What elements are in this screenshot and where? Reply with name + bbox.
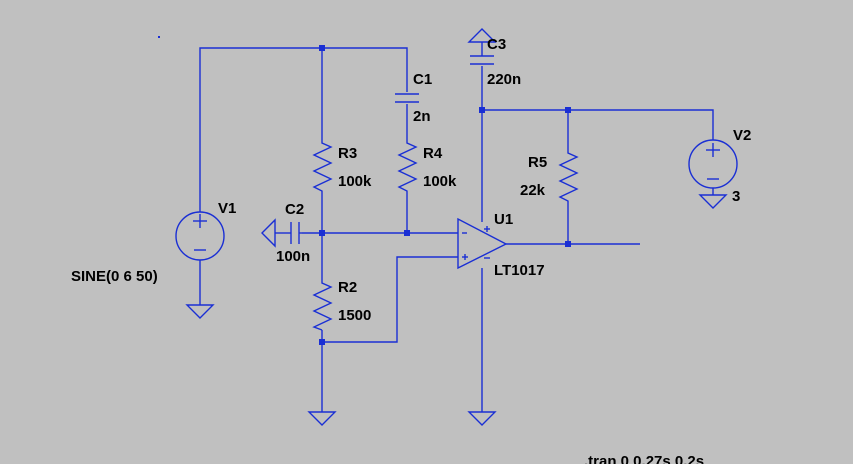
u1-ref-label: U1 bbox=[494, 211, 513, 228]
wires bbox=[199, 47, 714, 412]
ground-symbol bbox=[467, 28, 497, 43]
tran-directive: .tran 0 0.27s 0.2s bbox=[584, 453, 704, 464]
c1-ref-label: C1 bbox=[413, 71, 432, 88]
v1-ref-label: V1 bbox=[218, 200, 236, 217]
r4-resistor[interactable] bbox=[397, 135, 418, 193]
u1-opamp[interactable] bbox=[457, 217, 508, 270]
junction-dot bbox=[479, 107, 485, 113]
r2-value-label: 1500 bbox=[338, 307, 371, 324]
r2-resistor[interactable] bbox=[312, 275, 333, 331]
wire-noninv-input bbox=[322, 256, 458, 343]
r3-ref-label: R3 bbox=[338, 145, 357, 162]
junction-dot bbox=[319, 230, 325, 236]
u1-value-label: LT1017 bbox=[494, 262, 545, 279]
v1-value-label: SINE(0 6 50) bbox=[71, 268, 158, 285]
ground-symbol bbox=[307, 411, 337, 426]
c2-capacitor[interactable] bbox=[289, 222, 302, 244]
v1-source[interactable] bbox=[175, 210, 225, 305]
r4-value-label: 100k bbox=[423, 173, 457, 190]
labels: V1 SINE(0 6 50) R3 100k R4 100k C1 2n C2… bbox=[71, 36, 751, 464]
r4-ref-label: R4 bbox=[423, 145, 443, 162]
r5-value-label: 22k bbox=[520, 182, 546, 199]
wire-v2-rail bbox=[482, 109, 714, 140]
v2-source[interactable] bbox=[688, 139, 738, 195]
c3-ref-label: C3 bbox=[487, 36, 506, 53]
junction-dot bbox=[404, 230, 410, 236]
r3-value-label: 100k bbox=[338, 173, 372, 190]
v2-value-label: 3 bbox=[732, 188, 740, 205]
ground-symbol bbox=[185, 304, 215, 319]
junction-dot bbox=[319, 339, 325, 345]
r5-ref-label: R5 bbox=[528, 154, 547, 171]
wire-top-rail bbox=[199, 47, 408, 210]
c3-capacitor[interactable] bbox=[470, 42, 494, 65]
c2-value-label: 100n bbox=[276, 248, 310, 265]
ground-symbol bbox=[467, 411, 497, 426]
v2-ref-label: V2 bbox=[733, 127, 751, 144]
r5-resistor[interactable] bbox=[558, 145, 579, 205]
junction-dots bbox=[319, 45, 571, 345]
c2-ref-label: C2 bbox=[285, 201, 304, 218]
junction-dot bbox=[565, 107, 571, 113]
c1-capacitor[interactable] bbox=[395, 93, 419, 103]
r2-ref-label: R2 bbox=[338, 279, 357, 296]
r3-resistor[interactable] bbox=[312, 135, 333, 193]
ground-symbol bbox=[698, 194, 728, 209]
ground-symbol bbox=[261, 218, 276, 248]
junction-dot bbox=[565, 241, 571, 247]
junction-dot bbox=[319, 45, 325, 51]
c3-value-label: 220n bbox=[487, 71, 521, 88]
c1-value-label: 2n bbox=[413, 108, 431, 125]
stray-dot bbox=[158, 36, 160, 38]
